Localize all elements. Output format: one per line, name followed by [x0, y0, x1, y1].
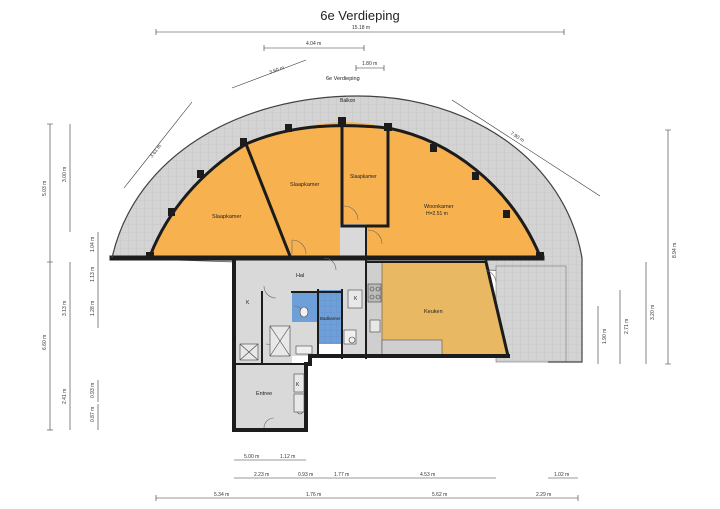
dim-right-v1: 8.94 m [672, 243, 678, 258]
label-bedroom-middle: Slaapkamer [290, 182, 320, 188]
dim-bottom-g: 1.02 m [554, 472, 569, 478]
dim-bottom-f: 4.53 m [420, 472, 435, 478]
label-hall: Hal [296, 273, 304, 279]
living-room [388, 128, 540, 256]
dim-left-v7: 6.60 m [42, 335, 48, 350]
dim-bottom-h: 5.34 m [214, 492, 229, 498]
dim-top-small: 1.80 m [362, 61, 377, 67]
dim-left-v6: 3.13 m [62, 301, 68, 316]
kitchen [382, 262, 508, 356]
label-floor: 6e Verdieping [326, 76, 360, 82]
dim-left-v4: 1.13 m [90, 267, 96, 282]
label-bedroom-small: Slaapkamer [350, 174, 377, 180]
label-k3: K [296, 382, 300, 388]
kitchen-appliances [367, 283, 382, 333]
dim-right-v4: 1.90 m [602, 329, 608, 344]
label-bedroom-left: Slaapkamer [212, 214, 242, 220]
bedroom-small [342, 122, 388, 224]
dim-diag-left-outer: 3.60 m [269, 65, 285, 76]
label-bathroom: Badkamer [320, 316, 341, 321]
bedroom-left [150, 144, 290, 256]
dim-bottom-k: 2.29 m [536, 492, 551, 498]
dim-left-v3: 1.04 m [90, 237, 96, 252]
dim-bottom-c: 2.23 m [254, 472, 269, 478]
utility-boxes [239, 289, 363, 413]
living-room-lower [366, 224, 388, 258]
dim-diag-left-inner: 3.61 m [149, 143, 163, 159]
label-kitchen: Keuken [424, 309, 443, 315]
corridor [340, 224, 366, 260]
dim-right-v3: 2.71 m [624, 319, 630, 334]
dim-bottom-e: 1.77 m [334, 472, 349, 478]
dim-top-inner: 4.04 m [306, 41, 321, 47]
label-entrance: Entree [256, 391, 272, 397]
dim-left-v10: 2.41 m [62, 389, 68, 404]
bathroom [318, 290, 342, 344]
balcony-right [495, 265, 567, 363]
label-balcony: Balkon [340, 98, 356, 104]
dim-bottom-a: 5.00 m [244, 454, 259, 460]
label-living-height: H=2.51 m [426, 211, 448, 217]
floor-title: 6e Verdieping [320, 8, 400, 23]
label-living-room: Woonkamer [424, 204, 454, 210]
dim-left-v2: 3.00 m [62, 167, 68, 182]
dim-top-total: 15.18 m [352, 25, 370, 31]
hall [262, 260, 366, 356]
dim-bottom-d: 0.93 m [298, 472, 313, 478]
dim-left-v5: 1.28 m [90, 301, 96, 316]
label-k1: K [246, 300, 250, 306]
dim-left-v9: 0.87 m [90, 407, 96, 422]
window-posts [146, 117, 544, 260]
kitchen-counter [365, 261, 383, 357]
dim-left-v8: 0.93 m [90, 383, 96, 398]
bedroom-middle [246, 122, 342, 256]
label-k2: K [354, 296, 358, 302]
dim-right-v2: 3.20 m [650, 305, 656, 320]
dim-bottom-i: 1.76 m [306, 492, 321, 498]
dim-bottom-b: 1.12 m [280, 454, 295, 460]
dim-left-v1: 5.03 m [42, 181, 48, 196]
dim-bottom-j: 5.62 m [432, 492, 447, 498]
dimension-lines [47, 29, 671, 501]
